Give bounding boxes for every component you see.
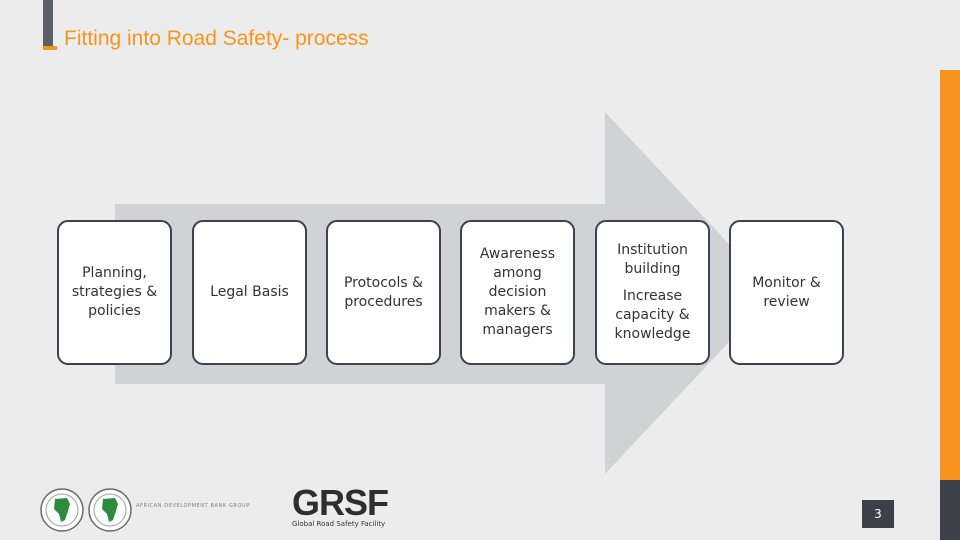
title-accent-underline [43,46,57,50]
step-card-protocols: Protocols & procedures [326,220,441,365]
step-text: procedures [344,293,423,310]
step-text: Institution [617,242,688,258]
step-text: Awareness [479,246,556,262]
step-text: capacity & [615,307,690,323]
afdb-logo-text: AFRICAN DEVELOPMENT BANK GROUP [136,503,250,509]
step-card-legal-basis: Legal Basis [192,220,307,365]
grsf-logo-word: GRSF [292,482,389,523]
right-dark-bar [940,480,960,540]
step-text: Planning, [82,265,147,281]
slide-title: Fitting into Road Safety- process [64,27,369,50]
step-text: decision [488,284,547,300]
step-card-institution-building: Institution building Increase capacity &… [595,220,710,365]
step-text: review [763,293,810,310]
step-text: strategies & [71,284,158,300]
step-text: Monitor & [752,274,821,291]
step-text: Increase [622,288,683,304]
grsf-logo-subtitle: Global Road Safety Facility [292,520,386,528]
step-text: Protocols & [343,274,424,291]
step-text: policies [88,303,141,319]
step-card-awareness: Awareness among decision makers & manage… [460,220,575,365]
afdb-logo-icon [40,488,132,532]
step-card-planning: Planning, strategies & policies [57,220,172,365]
step-text: makers & [484,303,551,319]
step-text: building [624,261,681,277]
step-text: knowledge [614,326,691,342]
page-number: 3 [862,500,894,528]
step-text: managers [482,322,553,338]
step-card-monitor: Monitor & review [729,220,844,365]
step-text: Legal Basis [210,284,289,300]
right-accent-bar [940,70,960,480]
step-text: among [493,265,542,281]
title-accent-bar [43,0,53,46]
grsf-logo: GRSF Global Road Safety Facility [292,485,402,530]
